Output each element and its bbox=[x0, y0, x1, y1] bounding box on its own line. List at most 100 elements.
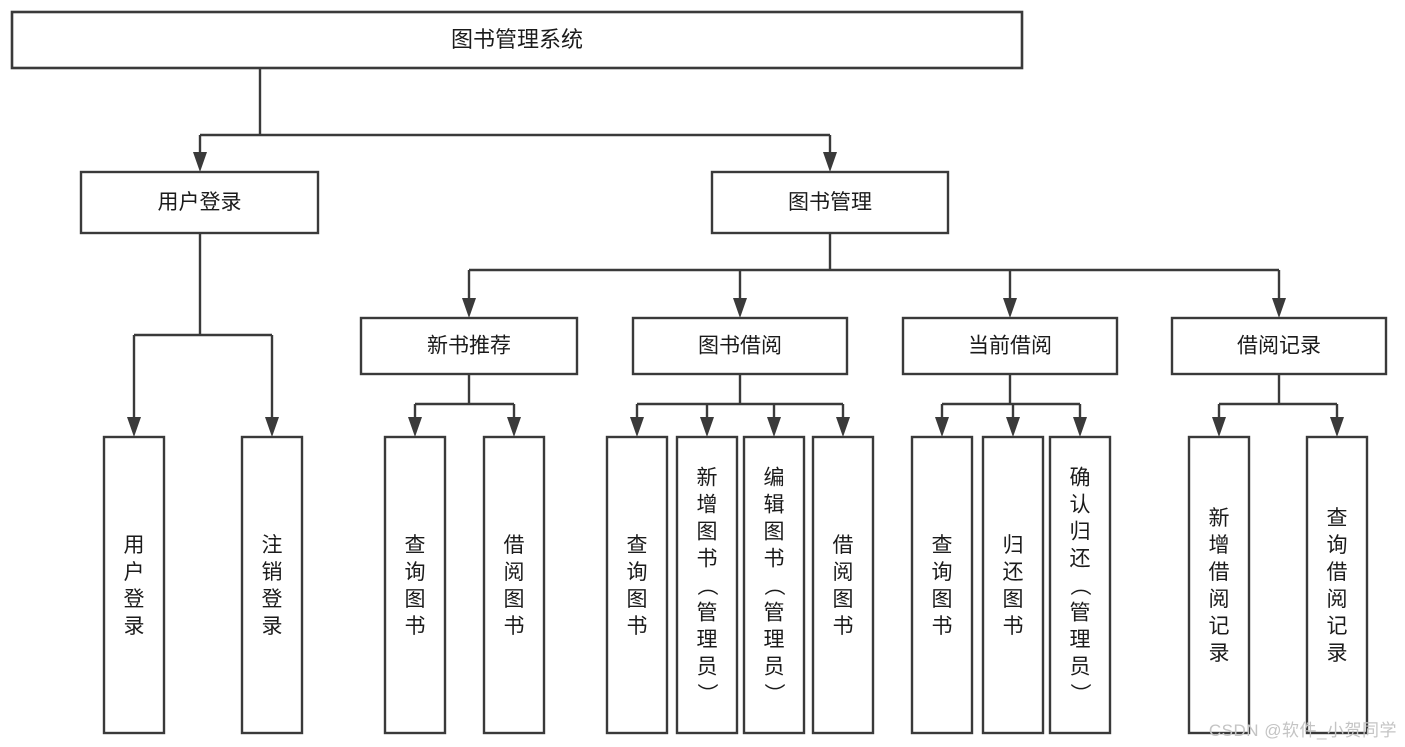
leaf-label-char: ） bbox=[762, 683, 785, 704]
leaf-label-char: 图 bbox=[833, 588, 854, 611]
leaf-label-char: 员 bbox=[1070, 656, 1091, 679]
node-layer: 图书管理系统用户登录图书管理新书推荐图书借阅当前借阅借阅记录用户登录注销登录查询… bbox=[10, 10, 1388, 735]
leaf-label-char: 查 bbox=[932, 534, 953, 557]
leaf-label-char: 图 bbox=[504, 588, 525, 611]
node-root-label: 图书管理系统 bbox=[451, 27, 583, 52]
leaf-label-char: （ bbox=[1068, 575, 1091, 596]
leaf-label-char: 管 bbox=[764, 602, 785, 625]
node-leaf-0[interactable] bbox=[102, 435, 166, 735]
node-leaf-label-0: 用户登录 bbox=[124, 534, 145, 638]
leaf-label-char: 书 bbox=[405, 615, 426, 638]
leaf-label-char: 理 bbox=[1070, 629, 1091, 652]
arrow-group-3-drop-0 bbox=[1212, 417, 1226, 437]
leaf-label-char: 管 bbox=[697, 602, 718, 625]
leaf-label-char: 录 bbox=[1209, 642, 1230, 665]
leaf-label-char: 员 bbox=[697, 656, 718, 679]
leaf-label-char: 书 bbox=[504, 615, 525, 638]
node-level3-2[interactable] bbox=[901, 316, 1119, 376]
leaf-label-char: 借 bbox=[1209, 561, 1230, 584]
leaf-label-char: 还 bbox=[1070, 548, 1091, 571]
leaf-label-char: 登 bbox=[124, 588, 145, 611]
leaf-label-char: 新 bbox=[1209, 507, 1230, 530]
leaf-label-char: 图 bbox=[405, 588, 426, 611]
leaf-label-char: ） bbox=[695, 683, 718, 704]
leaf-label-char: 理 bbox=[764, 629, 785, 652]
arrow-manage-drop-0 bbox=[462, 298, 476, 318]
node-leaf-4[interactable] bbox=[605, 435, 669, 735]
arrow-manage-drop-2 bbox=[1003, 298, 1017, 318]
leaf-label-char: 借 bbox=[504, 534, 525, 557]
leaf-label-char: 录 bbox=[1327, 642, 1348, 665]
leaf-label-char: 图 bbox=[697, 521, 718, 544]
leaf-label-char: 询 bbox=[1327, 534, 1348, 557]
leaf-label-char: 查 bbox=[627, 534, 648, 557]
leaf-label-char: 还 bbox=[1003, 561, 1024, 584]
node-leaf-5[interactable] bbox=[675, 435, 739, 735]
node-level3-label-2: 当前借阅 bbox=[968, 335, 1052, 358]
leaf-label-char: （ bbox=[762, 575, 785, 596]
leaf-label-char: （ bbox=[695, 575, 718, 596]
arrow-group-3-drop-1 bbox=[1330, 417, 1344, 437]
node-level3-3[interactable] bbox=[1170, 316, 1388, 376]
node-level3-label-1: 图书借阅 bbox=[698, 335, 782, 358]
leaf-label-char: 注 bbox=[262, 534, 283, 557]
leaf-label-char: 登 bbox=[262, 588, 283, 611]
leaf-label-char: 辑 bbox=[764, 494, 785, 517]
leaf-label-char: 询 bbox=[932, 561, 953, 584]
node-level2-label-0: 用户登录 bbox=[158, 191, 242, 214]
arrow-group-2-drop-2 bbox=[1073, 417, 1087, 437]
leaf-label-char: 书 bbox=[697, 548, 718, 571]
node-leaf-1[interactable] bbox=[240, 435, 304, 735]
leaf-label-char: 图 bbox=[764, 521, 785, 544]
arrow-group-0-drop-1 bbox=[507, 417, 521, 437]
leaf-label-char: 户 bbox=[124, 561, 145, 584]
node-leaf-3[interactable] bbox=[482, 435, 546, 735]
leaf-label-char: 阅 bbox=[833, 561, 854, 584]
node-level2-1[interactable] bbox=[710, 170, 950, 235]
arrow-group-1-drop-2 bbox=[767, 417, 781, 437]
arrow-group-1-drop-0 bbox=[630, 417, 644, 437]
node-leaf-9[interactable] bbox=[981, 435, 1045, 735]
node-leaf-6[interactable] bbox=[742, 435, 806, 735]
arrow-manage-drop-1 bbox=[733, 298, 747, 318]
node-leaf-11[interactable] bbox=[1187, 435, 1251, 735]
arrow-group-1-drop-1 bbox=[700, 417, 714, 437]
node-level2-label-1: 图书管理 bbox=[788, 191, 872, 214]
leaf-label-char: 图 bbox=[932, 588, 953, 611]
leaf-label-char: 归 bbox=[1003, 534, 1024, 557]
node-leaf-12[interactable] bbox=[1305, 435, 1369, 735]
node-leaf-10[interactable] bbox=[1048, 435, 1112, 735]
leaf-label-char: 用 bbox=[124, 534, 145, 557]
leaf-label-char: 录 bbox=[262, 615, 283, 638]
leaf-label-char: 增 bbox=[697, 494, 718, 517]
leaf-label-char: ） bbox=[1068, 683, 1091, 704]
node-leaf-8[interactable] bbox=[910, 435, 974, 735]
arrow-login-drop-1 bbox=[265, 417, 279, 437]
leaf-label-char: 书 bbox=[833, 615, 854, 638]
node-level3-label-0: 新书推荐 bbox=[427, 335, 511, 358]
node-leaf-2[interactable] bbox=[383, 435, 447, 735]
arrow-group-2-drop-1 bbox=[1006, 417, 1020, 437]
node-root[interactable] bbox=[10, 10, 1024, 70]
leaf-label-char: 认 bbox=[1070, 494, 1091, 517]
node-level3-0[interactable] bbox=[359, 316, 579, 376]
node-leaf-7[interactable] bbox=[811, 435, 875, 735]
leaf-label-char: 借 bbox=[833, 534, 854, 557]
node-level3-1[interactable] bbox=[631, 316, 849, 376]
leaf-label-char: 编 bbox=[764, 467, 785, 490]
leaf-label-char: 新 bbox=[697, 467, 718, 490]
leaf-label-char: 书 bbox=[1003, 615, 1024, 638]
node-level2-0[interactable] bbox=[79, 170, 320, 235]
